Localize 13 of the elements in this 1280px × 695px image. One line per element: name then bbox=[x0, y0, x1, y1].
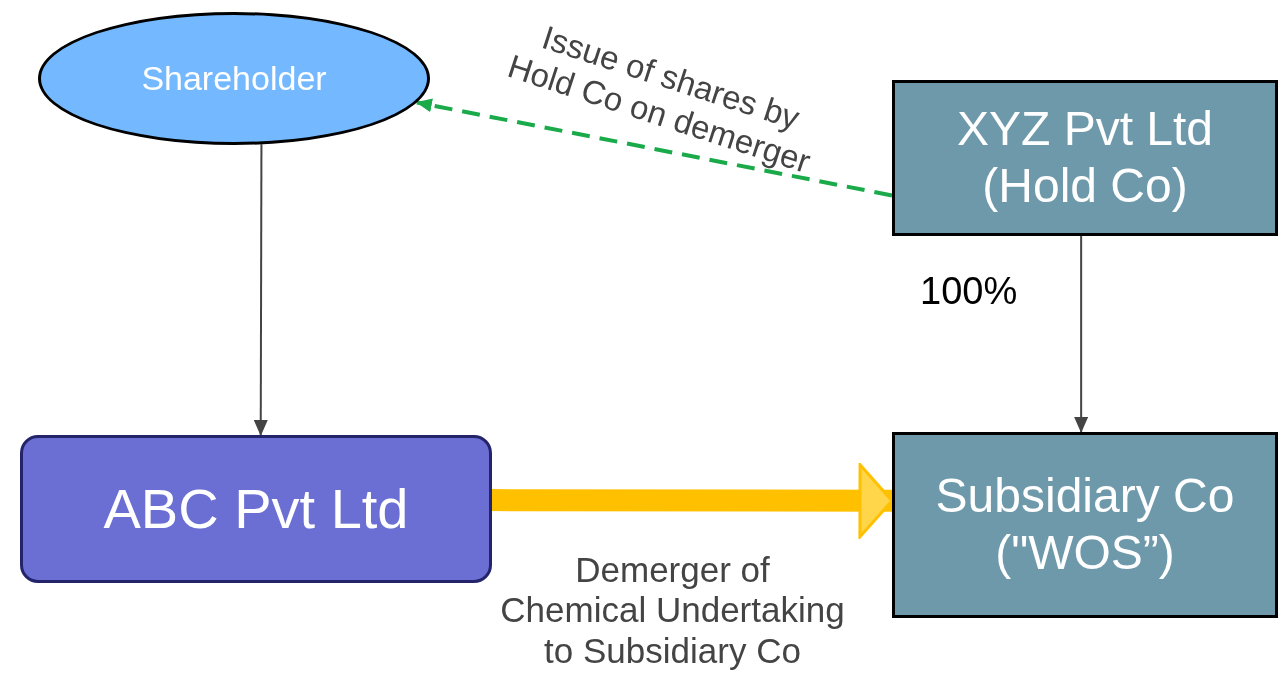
edge-label: 100% bbox=[920, 270, 1019, 314]
node-label: Shareholder bbox=[140, 58, 328, 99]
node-label: XYZ Pvt Ltd (Hold Co) bbox=[955, 101, 1215, 214]
company-box bbox=[892, 80, 1278, 236]
company-box bbox=[892, 432, 1278, 618]
node-label: Subsidiary Co ("WOS”) bbox=[934, 468, 1236, 581]
edge-label: Demerger of Chemical Undertaking to Subsidiary Co bbox=[500, 550, 845, 671]
arrow bbox=[1074, 235, 1089, 433]
block-arrow bbox=[491, 463, 894, 539]
dashed-arrow bbox=[415, 98, 893, 198]
node-label: ABC Pvt Ltd bbox=[102, 475, 410, 542]
arrow bbox=[253, 143, 268, 436]
company-box bbox=[20, 435, 492, 583]
